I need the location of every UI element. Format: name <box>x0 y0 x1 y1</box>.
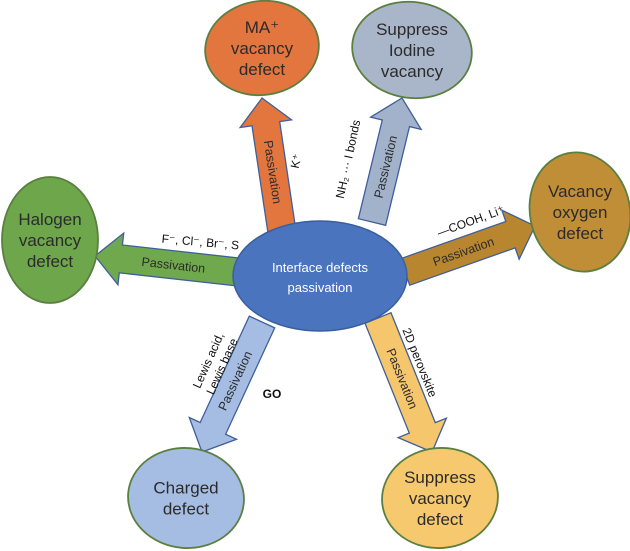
node-vacancy-label-line1: Suppress <box>404 468 476 487</box>
node-oxygen-label-line3: defect <box>557 224 604 243</box>
agent-ma-line1: K⁺ <box>288 153 305 170</box>
arrow-iodine: Passivation <box>357 97 423 227</box>
node-iodine-label-line1: Suppress <box>376 20 448 39</box>
node-oxygen: Vacancy oxygen defect <box>528 151 630 273</box>
node-halogen-label-line1: Halogen <box>18 210 81 229</box>
arrow-iodine-shape <box>357 97 423 227</box>
hub-node: Interface defects passivation <box>232 220 408 332</box>
node-oxygen-ellipse <box>528 151 630 273</box>
node-halogen: Halogen vacancy defect <box>1 176 99 304</box>
node-iodine-label-line2: Iodine <box>389 41 435 60</box>
node-charged: Charged defect <box>127 447 245 549</box>
arrow-halogen-shape <box>94 231 241 287</box>
hub-ellipse <box>232 220 408 332</box>
node-vacancy: Suppress vacancy defect <box>381 447 499 549</box>
hub-label-line2: passivation <box>287 280 352 295</box>
agent-charged-secondary: GO <box>263 387 282 401</box>
node-iodine-ellipse <box>351 0 473 100</box>
arrow-oxygen-shape <box>399 208 536 287</box>
agent-iodine: NH₂ ··· I bonds <box>333 119 363 200</box>
node-vacancy-label-line3: defect <box>417 510 464 529</box>
node-vacancy-ellipse <box>381 447 499 549</box>
arrow-charged-shape <box>188 315 276 453</box>
node-ma-ellipse <box>204 0 320 97</box>
agent-halogen: F⁻, Cl⁻, Br⁻, S <box>161 232 240 253</box>
arrow-halogen: Passivation <box>94 231 241 287</box>
arrow-charged: Passivation <box>188 315 276 453</box>
node-halogen-label-line3: defect <box>27 252 74 271</box>
node-ma-label-line2: vacancy <box>231 39 294 58</box>
node-ma: MA⁺ vacancy defect <box>204 0 320 97</box>
agent-ma: K⁺ <box>288 153 305 170</box>
node-halogen-label-line2: vacancy <box>19 231 82 250</box>
hub-label-line1: Interface defects <box>272 260 369 275</box>
node-oxygen-label-line2: oxygen <box>553 203 608 222</box>
node-iodine-label-line3: vacancy <box>381 62 444 81</box>
node-ma-label-line3: defect <box>239 60 286 79</box>
agent-halogen-line1: F⁻, Cl⁻, Br⁻, S <box>161 232 240 253</box>
node-charged-label-line2: defect <box>163 500 210 519</box>
node-charged-ellipse <box>127 447 245 549</box>
arrow-ma: Passivation <box>238 97 297 235</box>
node-oxygen-label-line1: Vacancy <box>548 182 612 201</box>
node-halogen-ellipse <box>1 176 99 304</box>
node-charged-label-line1: Charged <box>153 479 218 498</box>
arrow-ma-shape <box>238 97 297 235</box>
agent-iodine-line1: NH₂ ··· I bonds <box>333 119 363 200</box>
node-ma-label-line1: MA⁺ <box>245 18 279 37</box>
arrow-vacancy-shape <box>364 311 448 453</box>
node-vacancy-label-line2: vacancy <box>409 489 472 508</box>
